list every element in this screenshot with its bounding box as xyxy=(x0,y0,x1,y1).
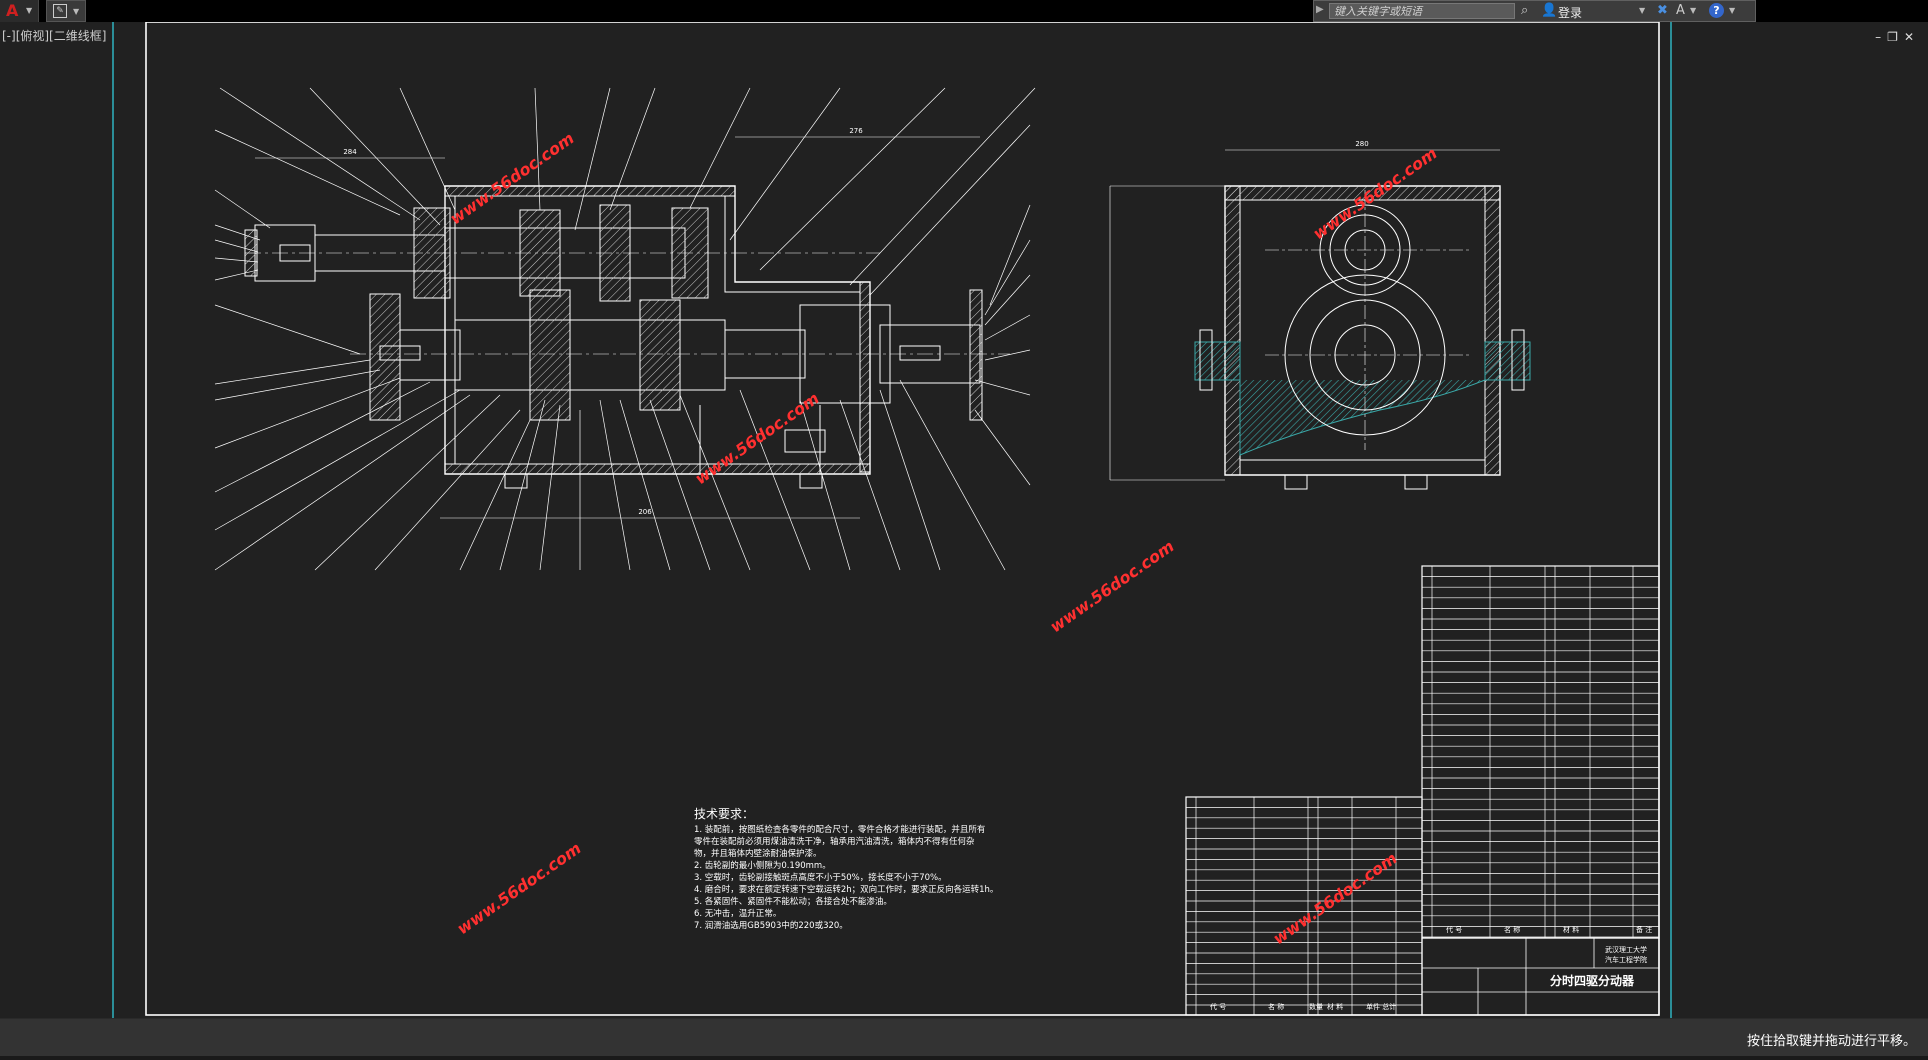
tech-line: 5. 各紧固件、紧固件不能松动；各接合处不能渗油。 xyxy=(694,896,892,907)
svg-text:280: 280 xyxy=(1355,140,1368,148)
drawing-window-controls: –❐✕ xyxy=(1875,30,1920,44)
svg-text:276: 276 xyxy=(849,127,863,135)
svg-text:代 号: 代 号 xyxy=(1210,1002,1226,1011)
svg-text:名 称: 名 称 xyxy=(1504,925,1520,934)
parts-list-right xyxy=(1421,565,1660,939)
svg-text:206: 206 xyxy=(638,508,652,516)
drawing-canvas[interactable]: 284 276 206 xyxy=(0,22,1928,1018)
tech-line: 6. 无冲击，温升正常。 xyxy=(694,908,781,919)
minimize-icon[interactable]: – xyxy=(1875,30,1888,44)
svg-text:代 号: 代 号 xyxy=(1446,925,1462,934)
svg-text:数量: 数量 xyxy=(1309,1002,1323,1011)
status-bar: 按住拾取键并拖动进行平移。 xyxy=(0,1018,1928,1057)
main-section-view: 284 276 206 xyxy=(214,87,1036,571)
svg-text:284: 284 xyxy=(343,148,357,156)
search-input[interactable] xyxy=(1329,3,1515,19)
help-icon[interactable]: ? xyxy=(1709,3,1724,18)
parts-list-left xyxy=(1185,796,1423,1016)
quick-access-toolbar-button[interactable]: ✎ ▼ xyxy=(46,0,86,22)
restore-icon[interactable]: ❐ xyxy=(1887,30,1904,44)
tech-line: 2. 齿轮副的最小侧隙为0.190mm。 xyxy=(694,860,831,871)
svg-text:单件 总计: 单件 总计 xyxy=(1366,1002,1396,1011)
svg-text:材 料: 材 料 xyxy=(1327,1002,1343,1011)
chevron-down-icon[interactable]: ▼ xyxy=(1639,6,1646,15)
svg-text:www.56doc.com: www.56doc.com xyxy=(453,838,584,938)
tech-line: 物，并且箱体内壁涂耐油保护漆。 xyxy=(694,848,822,859)
drawing-title: 分时四驱分动器 xyxy=(1550,973,1635,988)
side-section-view: 280 xyxy=(1109,140,1531,490)
tech-title: 技术要求： xyxy=(694,807,754,821)
close-icon[interactable]: ✕ xyxy=(1903,30,1920,44)
command-prompt-text: 按住拾取键并拖动进行平移。 xyxy=(1746,1034,1916,1049)
tech-line: 零件在装配前必须用煤油清洗干净，轴承用汽油清洗，箱体内不得有任何杂 xyxy=(694,836,975,847)
autocad-logo-icon: A xyxy=(6,1,19,20)
login-button[interactable]: 登录 xyxy=(1558,6,1583,20)
dept-name: 汽车工程学院 xyxy=(1605,955,1647,964)
viewport-controls-label[interactable]: [-][俯视][二维线框] xyxy=(2,29,107,43)
svg-text:www.56doc.com: www.56doc.com xyxy=(1269,848,1400,948)
tech-line: 1. 装配前，按图纸检查各零件的配合尺寸，零件合格才能进行装配，并且所有 xyxy=(694,824,985,835)
title-bar: A ▼ ✎ ▼ ▶ ⌕ 👤 登录 ▼ ✖ A ▼ ? ▼ xyxy=(0,0,1928,22)
autodesk-a360-icon[interactable]: A xyxy=(1676,3,1685,18)
binoculars-search-icon[interactable]: ⌕ xyxy=(1521,3,1529,18)
school-name: 武汉理工大学 xyxy=(1605,945,1647,954)
tech-line: 7. 润滑油选用GB5903中的220或320。 xyxy=(694,920,848,931)
chevron-down-icon: ▼ xyxy=(73,7,80,16)
workspace-icon: ✎ xyxy=(53,4,67,18)
svg-text:www.56doc.com: www.56doc.com xyxy=(1046,536,1177,636)
drawing-frame xyxy=(145,22,1660,1016)
svg-text:材 料: 材 料 xyxy=(1563,925,1579,934)
chevron-down-icon: ▼ xyxy=(26,6,33,15)
svg-text:名 称: 名 称 xyxy=(1268,1002,1284,1011)
parts-list-header: 代 号 名 称 数量 材 料 单件 总计 代 号 名 称 材 料 备 注 xyxy=(1210,925,1652,1011)
expand-arrow-icon[interactable]: ▶ xyxy=(1316,4,1324,15)
chevron-down-icon[interactable]: ▼ xyxy=(1729,6,1736,15)
user-icon[interactable]: 👤 xyxy=(1541,3,1558,18)
tech-line: 4. 磨合时，要求在额定转速下空载运转2h；双向工作时，要求正反向各运转1h。 xyxy=(694,884,998,895)
technical-requirements: 技术要求： 1. 装配前，按图纸检查各零件的配合尺寸，零件合格才能进行装配，并且… xyxy=(694,807,998,931)
svg-text:备 注: 备 注 xyxy=(1636,925,1652,934)
title-block: 分时四驱分动器 武汉理工大学 汽车工程学院 xyxy=(1421,937,1660,1016)
tech-line: 3. 空载时，齿轮副接触斑点高度不小于50%，接长度不小于70%。 xyxy=(694,872,947,883)
chevron-down-icon[interactable]: ▼ xyxy=(1690,6,1697,15)
info-center: ▶ ⌕ 👤 登录 ▼ ✖ A ▼ ? ▼ xyxy=(1313,0,1756,22)
application-menu-button[interactable]: A ▼ xyxy=(0,0,39,22)
exchange-apps-icon[interactable]: ✖ xyxy=(1657,3,1668,18)
bottom-strip xyxy=(0,1056,1928,1060)
